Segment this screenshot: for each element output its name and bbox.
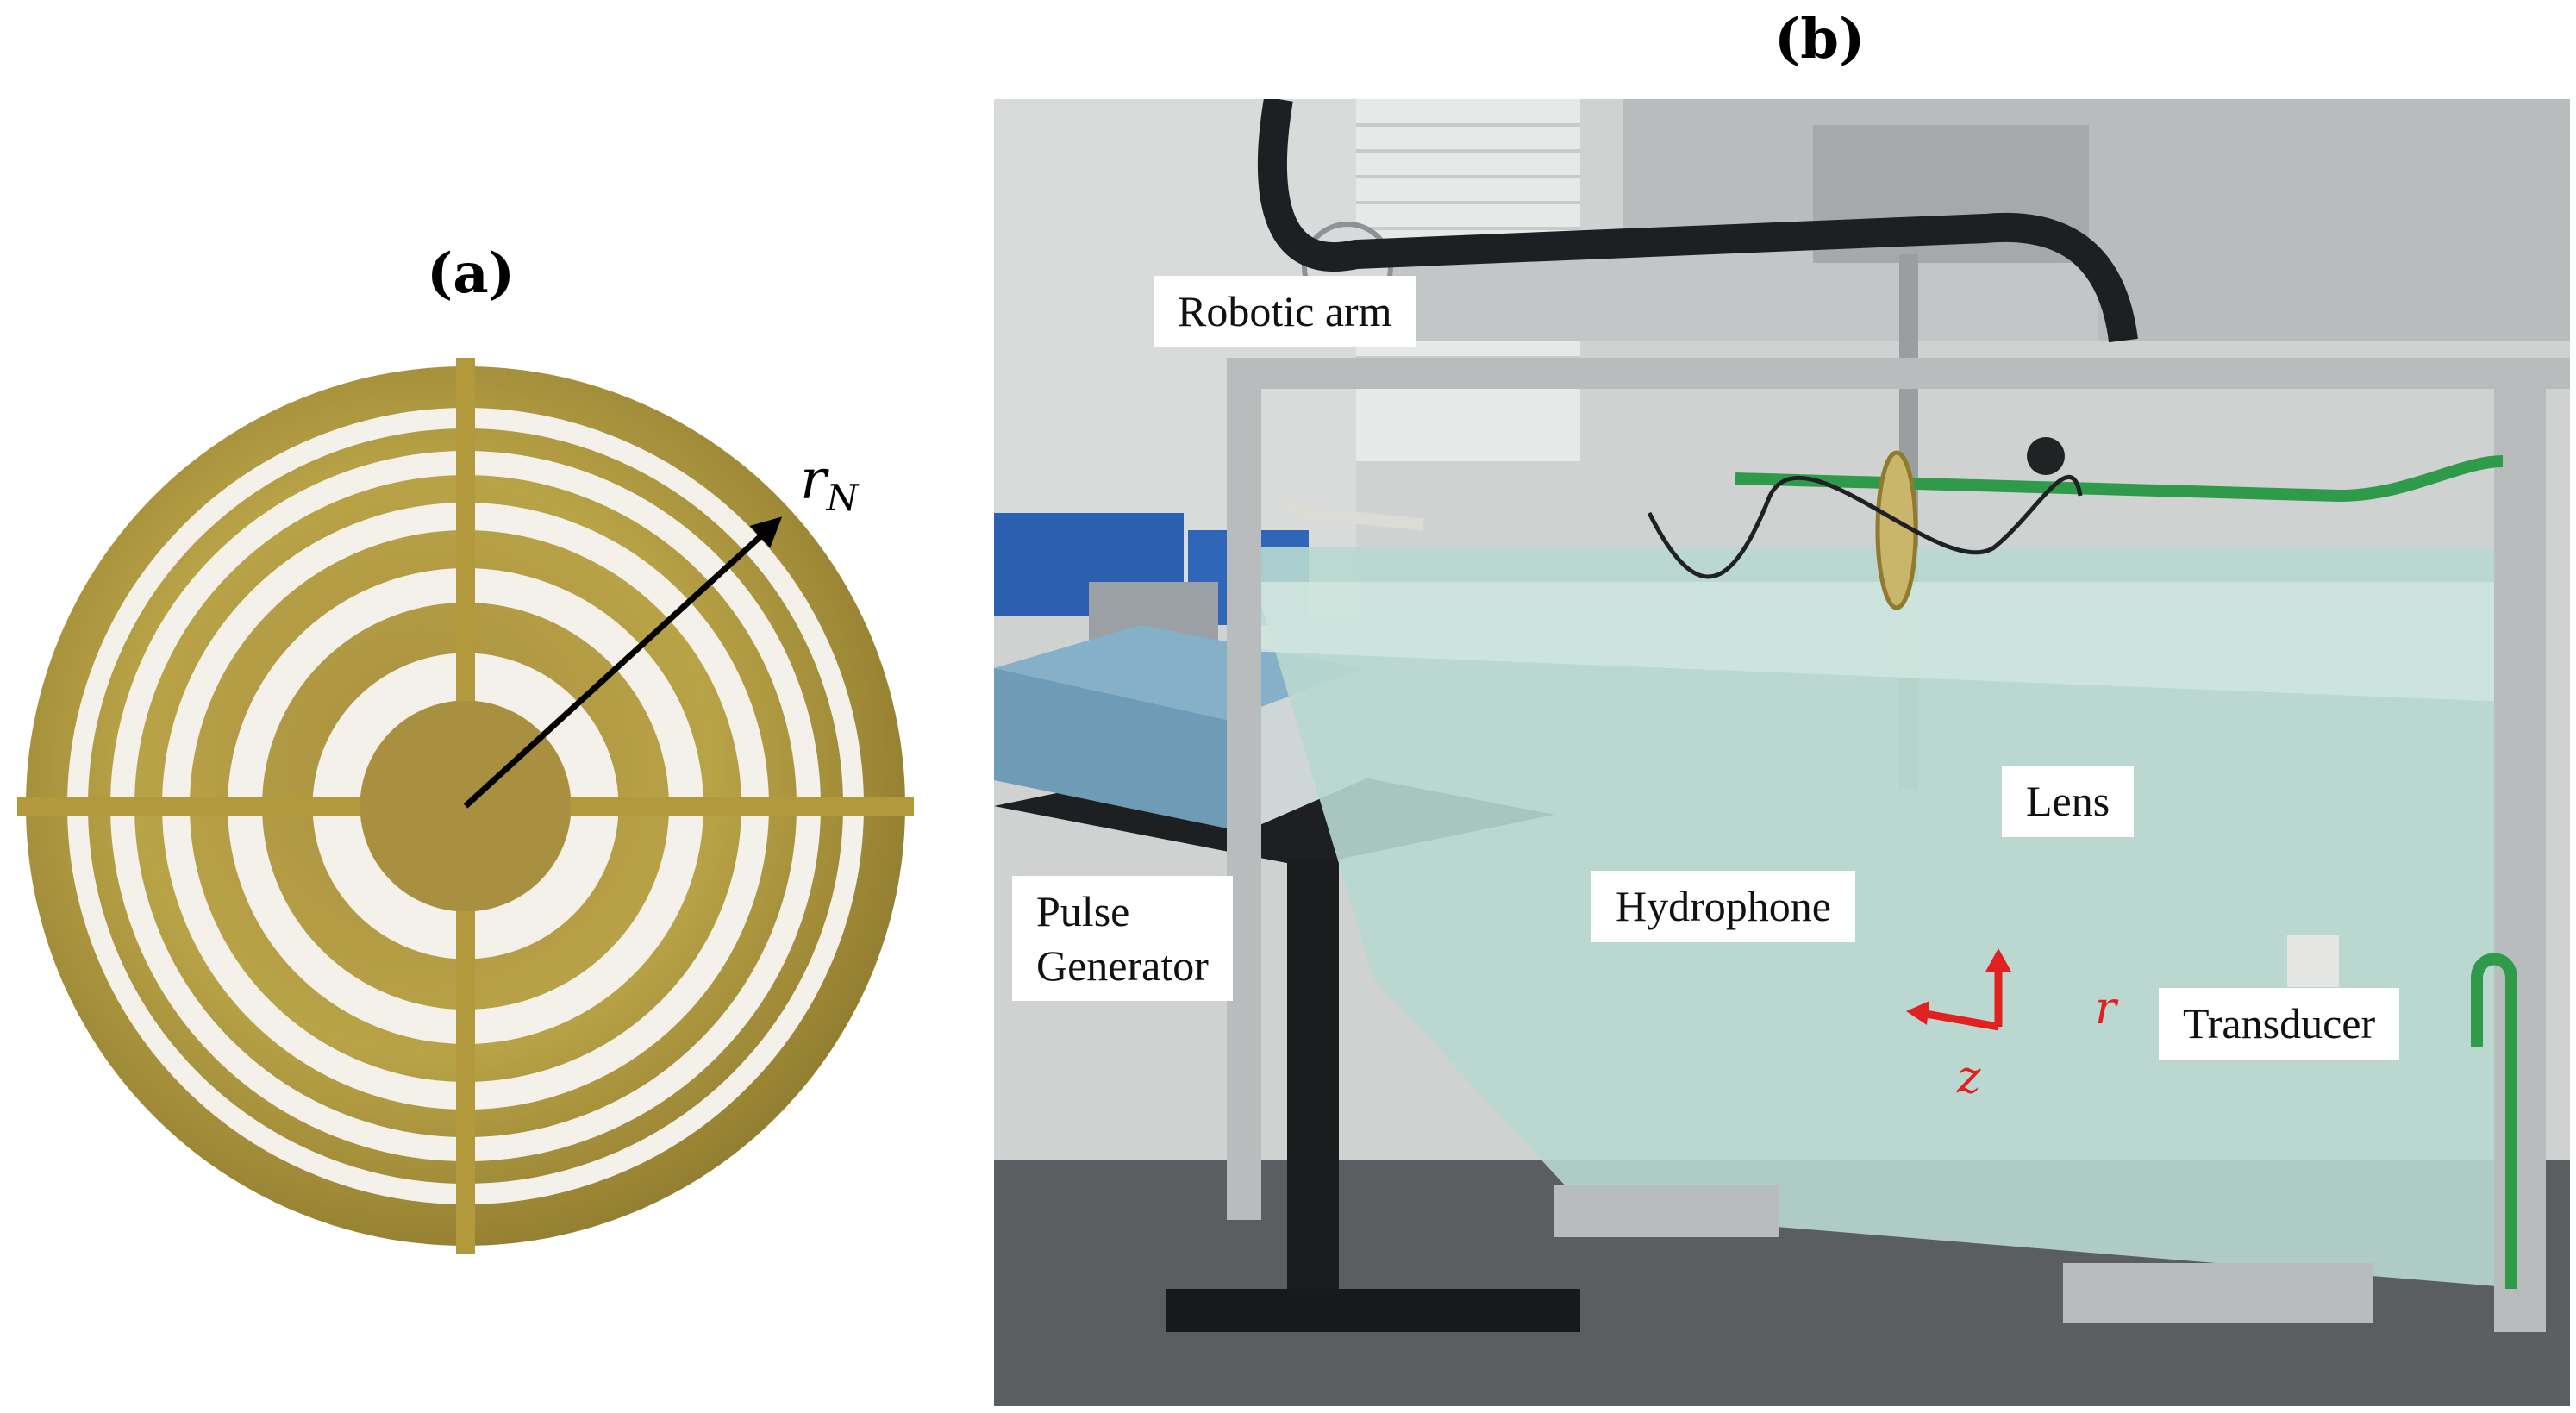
hydrophone-probe xyxy=(1285,504,1425,531)
label-lens: Lens xyxy=(2002,766,2135,837)
water-tank xyxy=(1244,547,2529,1289)
side-table-base xyxy=(1166,1289,1580,1332)
pulse-generator-top xyxy=(994,625,1365,720)
transducer-mount xyxy=(2287,935,2339,987)
axis-z-label: z xyxy=(1957,1052,1981,1104)
radius-label-n: N xyxy=(826,476,859,519)
cable-float xyxy=(2027,437,2065,475)
tank-frame xyxy=(1227,358,2570,1332)
cable-chain xyxy=(1257,99,2138,343)
green-tube xyxy=(1735,455,2504,503)
cables xyxy=(1647,475,2083,579)
fresnel-lens-diagram xyxy=(17,358,914,1254)
radius-arrow xyxy=(463,516,783,809)
label-pulse-generator: Pulse Generator xyxy=(1012,876,1233,1001)
pulse-generator-side xyxy=(994,668,1244,832)
label-pulse-generator-line2: Generator xyxy=(1036,941,1209,990)
label-robotic-arm: Robotic arm xyxy=(1154,276,1416,347)
axis-r-label: r xyxy=(2095,983,2116,1035)
label-transducer: Transducer xyxy=(2159,988,2400,1060)
radius-label-r: r xyxy=(800,448,827,512)
side-table-leg xyxy=(1287,858,1339,1306)
panel-a-label: (a) xyxy=(427,241,516,306)
label-hydrophone: Hydrophone xyxy=(1591,871,1855,942)
panel-b-label: (b) xyxy=(1774,7,1866,72)
radius-label: rN xyxy=(800,448,858,519)
axes-marker xyxy=(1906,948,2011,1031)
water-surface xyxy=(1244,582,2529,703)
label-pulse-generator-line1: Pulse xyxy=(1036,887,1130,935)
